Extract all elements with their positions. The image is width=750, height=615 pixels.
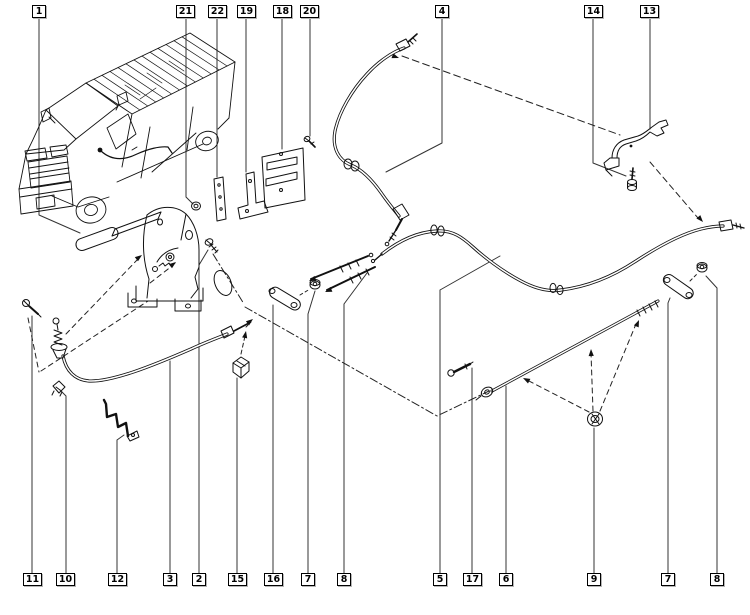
callout-box-17[interactable]: 17	[463, 573, 482, 586]
cable-clip-15	[232, 356, 250, 379]
pull-rod-6	[475, 299, 660, 401]
cable-nut-left	[309, 279, 321, 290]
front-cable-3	[50, 317, 250, 383]
callout-box-3[interactable]: 3	[163, 573, 177, 586]
callout-box-22[interactable]: 22	[208, 5, 227, 18]
equalizer-link-left	[268, 286, 301, 311]
push-clip-9	[587, 411, 603, 427]
callout-box-20[interactable]: 20	[300, 5, 319, 18]
cable-threaded-ends	[310, 252, 376, 291]
callout-box-18[interactable]: 18	[273, 5, 292, 18]
equalizer-link-right	[662, 273, 694, 300]
assembly-dashed-lines	[27, 55, 699, 417]
callout-box-11[interactable]: 11	[23, 573, 42, 586]
slotted-plate-18	[261, 147, 306, 209]
rear-cable-5	[370, 219, 745, 296]
callout-box-15[interactable]: 15	[228, 573, 247, 586]
rear-cable-4	[332, 33, 418, 247]
callout-box-8-left[interactable]: 8	[337, 573, 351, 586]
screw-20	[303, 135, 316, 148]
cable-bracket-13	[603, 119, 669, 177]
callout-box-1[interactable]: 1	[32, 5, 46, 18]
callout-box-10[interactable]: 10	[56, 573, 75, 586]
callout-box-2[interactable]: 2	[192, 573, 206, 586]
adjuster-bolt-11	[22, 299, 42, 318]
lever-seal-gasket	[213, 270, 233, 296]
van-illustration	[18, 32, 236, 224]
clevis-pin-17	[447, 361, 474, 377]
callout-box-5[interactable]: 5	[433, 573, 447, 586]
cable-nut-right	[696, 262, 708, 273]
assembly-arrows	[134, 53, 703, 384]
callout-box-4[interactable]: 4	[435, 5, 449, 18]
callout-box-14[interactable]: 14	[584, 5, 603, 18]
cable-clip-10	[51, 380, 66, 397]
l-bracket-19	[237, 171, 269, 220]
callout-box-16[interactable]: 16	[264, 573, 283, 586]
callout-box-13[interactable]: 13	[640, 5, 659, 18]
grommet-21	[191, 201, 201, 211]
bracket-bolt-14	[627, 167, 637, 191]
callout-box-7-right[interactable]: 7	[661, 573, 675, 586]
leader-lines	[31, 17, 718, 574]
callout-box-21[interactable]: 21	[176, 5, 195, 18]
callout-box-7-left[interactable]: 7	[301, 573, 315, 586]
handbrake-lever-assembly	[75, 206, 204, 312]
wire-bracket-12	[102, 398, 140, 442]
callout-box-6[interactable]: 6	[499, 573, 513, 586]
callout-box-12[interactable]: 12	[108, 573, 127, 586]
van-roof-hatching	[93, 36, 228, 111]
mounting-strip-22	[213, 176, 227, 222]
cable-adjuster	[50, 317, 68, 359]
lever-bolt-2	[204, 238, 219, 254]
callout-box-9[interactable]: 9	[587, 573, 601, 586]
callout-box-19[interactable]: 19	[237, 5, 256, 18]
callout-box-8-right[interactable]: 8	[710, 573, 724, 586]
van-interior-cable	[97, 146, 173, 160]
